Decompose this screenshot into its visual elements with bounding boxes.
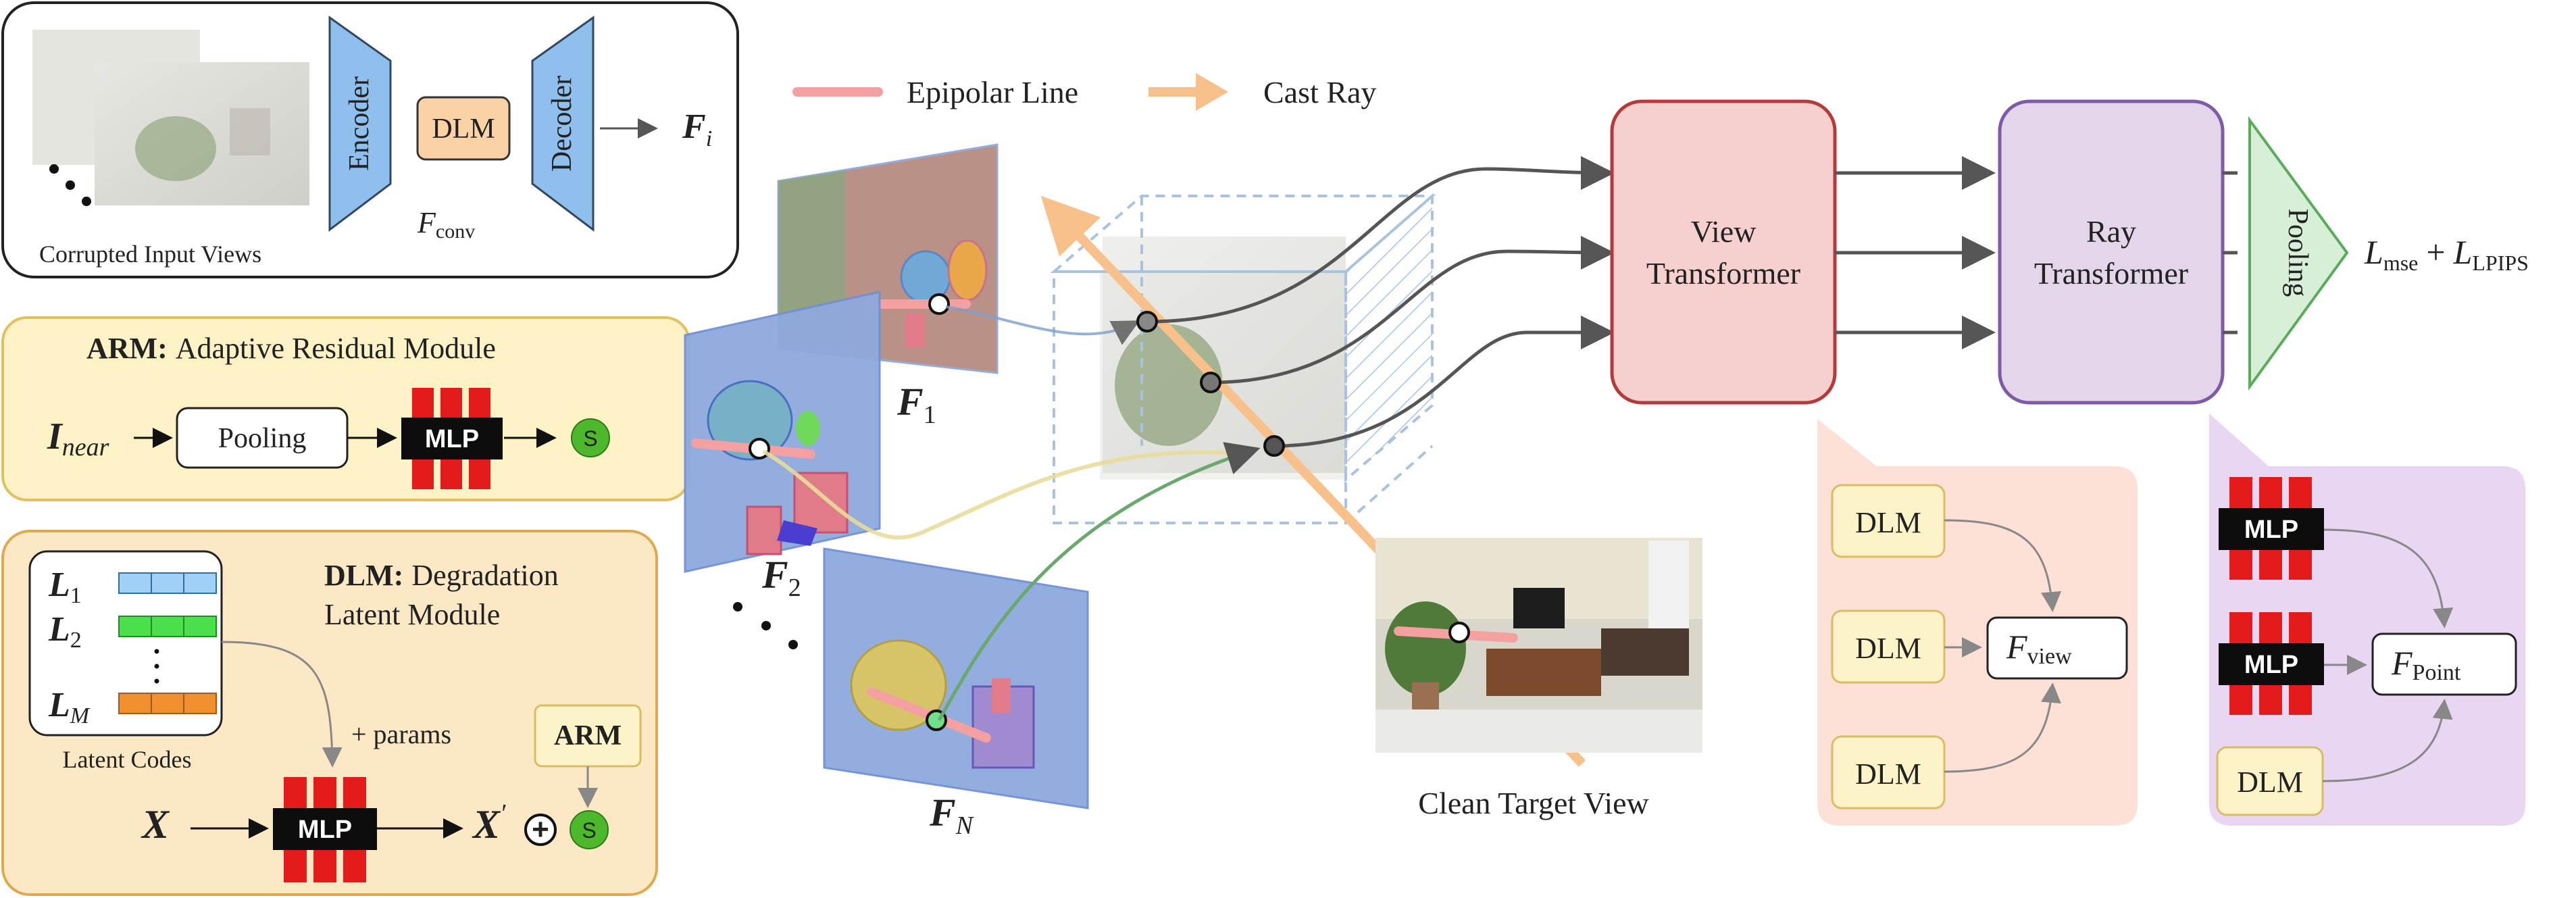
view-label-fn: FN [929, 791, 975, 840]
latent-ellipsis [154, 649, 159, 684]
ray-transformer-block: Ray Transformer [1998, 99, 2225, 405]
arm-mlp-block: MLP [401, 388, 503, 489]
svg-text:Pooling: Pooling [2282, 209, 2313, 297]
svg-text:DLM: DLM [1855, 506, 1921, 539]
pooling-block: Pooling [2248, 116, 2349, 391]
legend-cast-ray-arrowhead [1196, 73, 1228, 111]
svg-text:MLP: MLP [298, 816, 352, 844]
dlm-label-input: DLM [432, 114, 495, 145]
view-transformer-block: View Transformer [1610, 99, 1837, 405]
svg-text:DLM: DLM [1855, 632, 1921, 665]
f2-correspondence [762, 449, 1230, 540]
corrupted-input-images [32, 30, 309, 206]
svg-text:Fview: Fview [2006, 628, 2072, 669]
decoder-label: Decoder [547, 76, 578, 172]
f1-correspondence [945, 305, 1140, 345]
view-plane-f2 [684, 291, 881, 573]
svg-text:Transformer: Transformer [2034, 256, 2188, 291]
svg-text:Ray: Ray [2086, 214, 2136, 249]
flow-curve-2 [1210, 235, 1615, 384]
dlm-x-prime: X′ [472, 799, 506, 847]
view-label-f1: F1 [896, 380, 936, 429]
dlm-panel: L1 L2 LM Latent Codes DLM:Degradation La… [1, 530, 658, 896]
output-feature: Fi [682, 107, 712, 151]
arm-panel: ARM:Adaptive Residual Module Inear Pooli… [1, 316, 690, 501]
views-ellipsis [733, 602, 798, 649]
clean-target-view [1375, 538, 1702, 753]
svg-text:MLP: MLP [2244, 516, 2298, 544]
svg-text:L1: L1 [48, 566, 82, 608]
loss-expression: Lmse+LLPIPS [2364, 233, 2529, 275]
dlm-s-badge [570, 810, 609, 849]
decoder-block [531, 16, 595, 232]
latent-codes-box [28, 550, 223, 737]
svg-text:View: View [1691, 214, 1757, 249]
svg-text:MLP: MLP [425, 425, 479, 453]
legend-cast-ray-label: Cast Ray [1263, 75, 1376, 109]
dlm-title-line1: DLM:Degradation [324, 559, 559, 592]
svg-text:DLM: DLM [1855, 757, 1921, 791]
arm-s-badge [571, 418, 610, 457]
fn-correspondence [937, 442, 1261, 722]
latent-row-m: LM [48, 686, 217, 728]
view-plane-fn [823, 547, 1089, 809]
svg-text:Transformer: Transformer [1646, 256, 1800, 291]
ray-sample-2 [1200, 372, 1221, 393]
input-caption: Corrupted Input Views [39, 241, 261, 268]
svg-text:+: + [532, 813, 549, 846]
target-caption: Clean Target View [1418, 786, 1649, 820]
svg-text:L2: L2 [48, 610, 82, 653]
flow-curve-1 [1146, 155, 1615, 324]
residual-plus-icon [524, 814, 557, 846]
arm-input-symbol: Inear [47, 416, 109, 462]
latent-row-2: L2 [48, 610, 217, 653]
dlm-box-input [416, 96, 511, 161]
legend: Epipolar Line Cast Ray [792, 73, 1376, 111]
encoder-label: Encoder [344, 76, 375, 171]
params-arrow [221, 641, 343, 768]
svg-text:ARM: ARM [554, 720, 622, 751]
ray-sample-3 [1263, 435, 1285, 457]
f-view-box [1986, 616, 2128, 680]
encoder-block [328, 16, 392, 232]
svg-text:LM: LM [48, 686, 91, 728]
svg-text:S: S [583, 426, 597, 451]
sampling-volume [1050, 193, 1436, 524]
dlm-mlp-block: MLP [273, 777, 377, 882]
view-label-f2: F2 [761, 553, 801, 602]
legend-epipolar-label: Epipolar Line [907, 75, 1078, 109]
view-detail-panel: DLM DLM DLM Fview [1817, 419, 2138, 826]
ray-mlp-2: MLP [2219, 612, 2324, 715]
latent-row-1: L1 [48, 566, 217, 608]
dlm-x-input: X [141, 802, 170, 847]
svg-text:S: S [582, 818, 596, 843]
f-point-box [2371, 632, 2517, 696]
latent-caption: Latent Codes [63, 746, 192, 773]
arm-title: ARM:Adaptive Residual Module [86, 332, 496, 365]
ray-detail-panel: MLP MLP DLM FPoint [2209, 414, 2525, 826]
ray-sample-1 [1136, 311, 1158, 332]
ray-mlp-1: MLP [2219, 477, 2324, 580]
f-conv-label: Fconv [417, 206, 475, 243]
arm-pooling-label: Pooling [218, 423, 307, 454]
svg-text:FPoint: FPoint [2391, 644, 2461, 685]
dlm-title-line2: Latent Module [324, 598, 500, 631]
svg-text:MLP: MLP [2244, 651, 2298, 679]
svg-text:DLM: DLM [2237, 766, 2303, 799]
params-label: + params [351, 719, 451, 749]
flow-curve-3 [1273, 316, 1615, 448]
input-panel: Corrupted Input Views Encoder DLM Fconv … [1, 1, 739, 278]
